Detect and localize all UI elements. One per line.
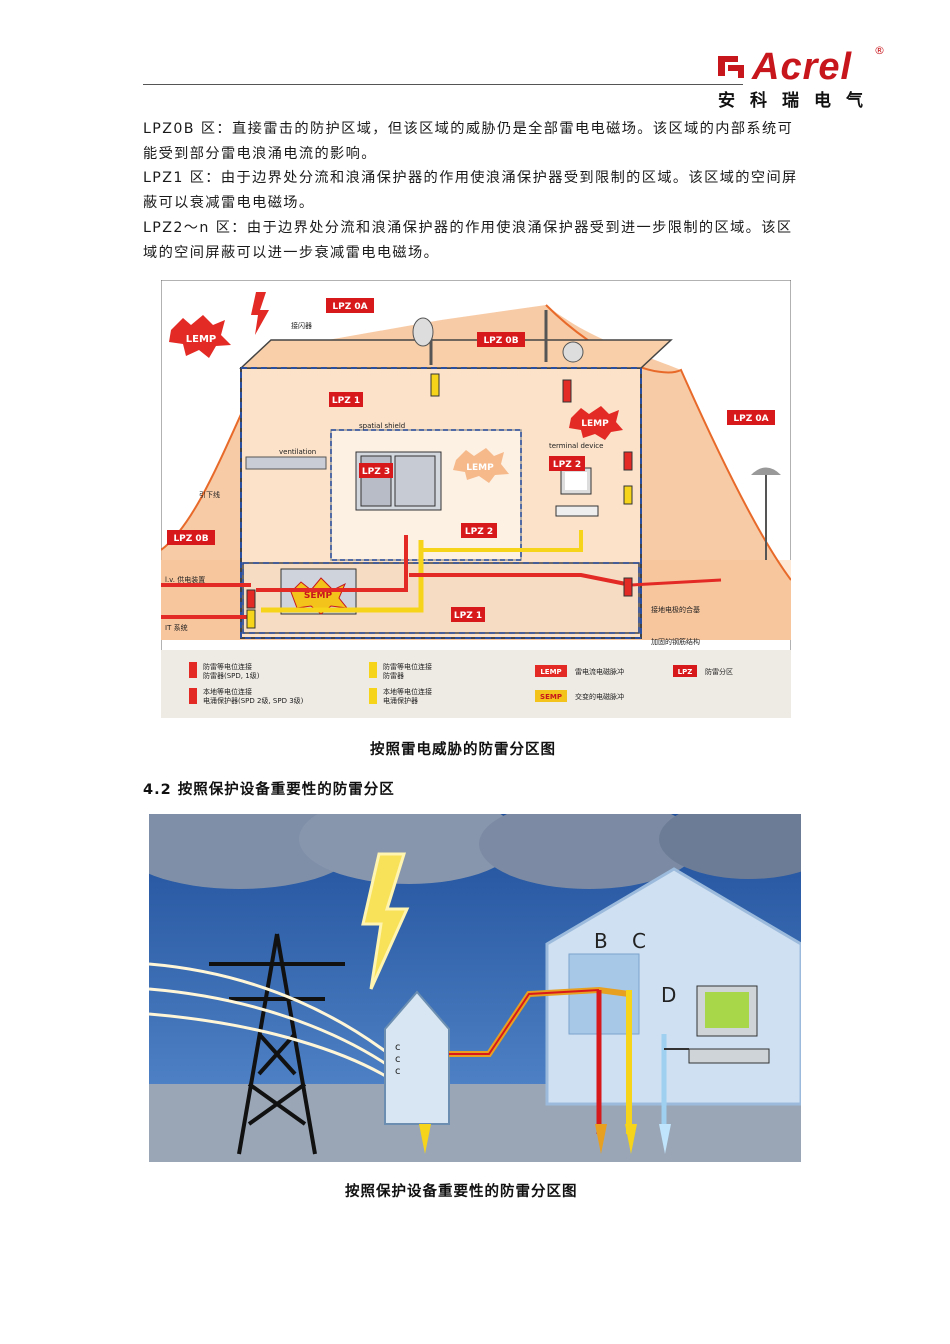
lightning-bolt-icon [361,852,410,990]
letter-c-3: c [395,1066,401,1077]
legend-4-text1: 本地等电位连接 [383,687,432,696]
lpz2-room-label: LPZ 2 [465,527,493,537]
acrel-logo: Acrel ® 安科瑞电气 [716,44,886,111]
legend-2-text2: 电涌保护器(SPD 2级, SPD 3级) [203,696,304,705]
terminal-device-label: terminal device [549,442,603,450]
transmission-tower [209,933,345,1155]
acrel-mark-icon [718,56,744,78]
ventilation-label: ventilation [279,448,316,456]
semp-label: SEMP [304,591,333,601]
paragraph-lpz1: LPZ1 区：由于边界处分流和浪涌保护器的作用使浪涌保护器受到限制的区域。该区域… [143,170,798,211]
paragraph-lpz2n: LPZ2～n 区：由于边界处分流和浪涌保护器的作用使浪涌保护器受到进一步限制的区… [143,220,793,261]
legend-1-text2: 防雷器(SPD, 1级) [203,671,260,680]
lpz-threat-diagram: SEMP LEMP LEMP LEMP LPZ 0A LPZ 0B LPZ 0A… [161,280,791,718]
registered-mark: ® [874,44,885,57]
legend-7-text1: 防雷分区 [705,667,733,676]
lemp-room-label: LEMP [466,463,494,473]
letter-c: C [632,929,646,953]
lpz2-device-label: LPZ 2 [553,460,581,470]
logo-wordmark: Acrel [752,46,853,88]
lpz0a-top-label: LPZ 0A [332,302,367,312]
legend-3-text2: 防雷器 [383,671,404,680]
logo-subtitle: 安科瑞电气 [718,91,878,111]
lv-supply-label: l.v. 供电装置 [165,575,205,584]
legend-1-text1: 防雷等电位连接 [203,662,252,671]
legend-lpz-badge: LPZ [678,668,693,676]
legend-2-text1: 本地等电位连接 [203,687,252,696]
lightning-bolt-icon [251,292,269,335]
earthing-label: 接地电极的合基 [651,605,700,614]
legend-4-text2: 电涌保护器 [383,696,418,705]
figure2-caption: 按照保护设备重要性的防雷分区图 [345,1184,578,1200]
lpz0b-top-label: LPZ 0B [483,336,518,346]
letter-c-2: c [395,1054,401,1065]
legend-5-text1: 雷电流电磁脉冲 [575,667,624,676]
lpz1-top-label: LPZ 1 [332,396,360,406]
lpz-importance-diagram: c c c B C D [149,814,801,1162]
letter-c-1: c [395,1042,401,1053]
legend-lemp-badge: LEMP [540,668,561,676]
letter-d: D [661,983,676,1007]
legend-6-text1: 交变的电磁脉冲 [575,692,624,701]
legend-semp-badge: SEMP [540,693,562,701]
it-system-label: IT 系统 [165,623,188,632]
section-heading: 4.2 按照保护设备重要性的防雷分区 [143,782,395,798]
legend-3-text1: 防雷等电位连接 [383,662,432,671]
figure1-caption: 按照雷电威胁的防雷分区图 [370,742,556,758]
lemp-terminal-label: LEMP [581,419,609,429]
lpz1-bottom-label: LPZ 1 [454,611,482,621]
lpz3-label: LPZ 3 [362,467,390,477]
header-rule [143,84,743,85]
steel-structure-label: 加固的钢筋结构 [651,637,700,646]
air-terminal-label: 接闪器 [291,321,312,330]
paragraph-lpz0b: LPZ0B 区：直接雷击的防护区域，但该区域的威胁仍是全部雷电电磁场。该区域的内… [143,121,794,162]
lemp-left-label: LEMP [186,334,216,345]
lpz0a-right-label: LPZ 0A [733,414,768,424]
lpz0b-left-label: LPZ 0B [173,534,208,544]
letter-b: B [594,929,608,953]
down-conductor-label: 引下线 [199,490,220,499]
spatial-shield-label: spatial shield [359,422,405,430]
